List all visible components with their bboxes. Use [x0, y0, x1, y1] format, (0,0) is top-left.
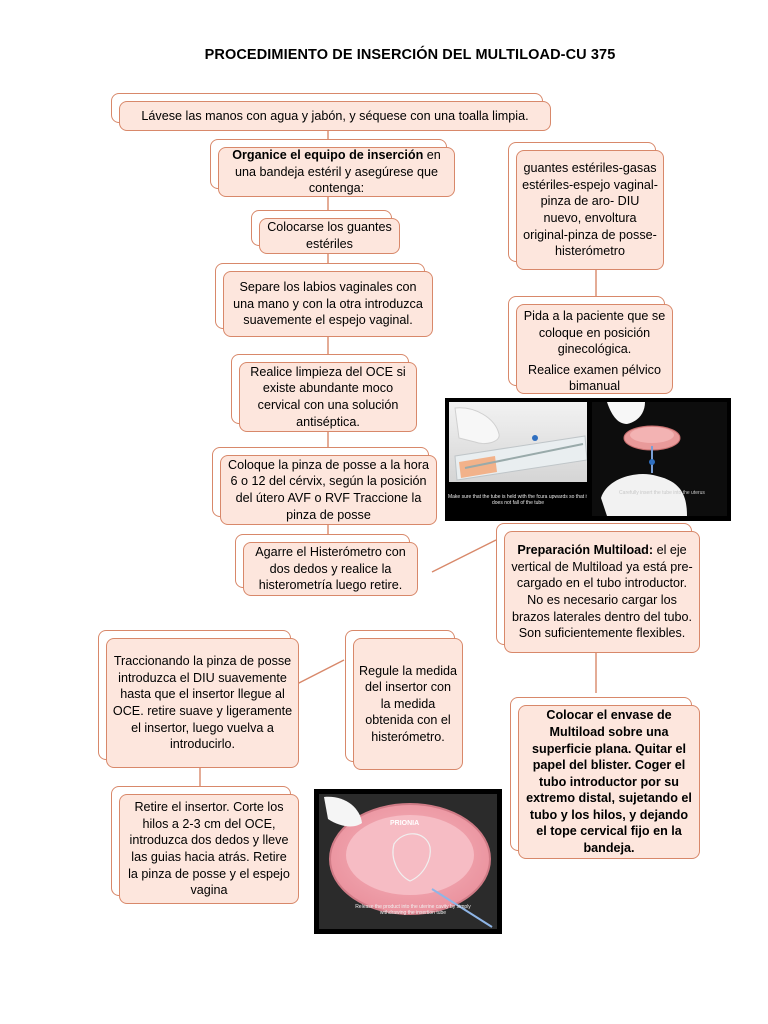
step-package: Colocar el envase de Multiload sobre una… [518, 705, 700, 859]
connector-hystero-prep [432, 540, 496, 572]
prep-text: el eje vertical de Multiload ya está pre… [511, 543, 692, 640]
step-remove-text: Retire el insertor. Corte los hilos a 2-… [125, 799, 293, 899]
step-clean-oce: Realice limpieza del OCE si existe abund… [239, 362, 417, 432]
step-position-text: Pida a la paciente que se coloque en pos… [522, 308, 667, 358]
step-exam-text: Realice examen pélvico bimanual [522, 362, 667, 395]
equipment-list: guantes estériles-gasas estériles-espejo… [516, 150, 664, 270]
multiload-preparation: Preparación Multiload: el eje vertical d… [504, 531, 700, 653]
step-organize-bold: Organice el equipo de inserción [232, 148, 423, 162]
step-wash-hands-text: Lávese las manos con agua y jabón, y séq… [141, 108, 528, 125]
connector-introduce-regulate [295, 660, 344, 685]
photo2-caption: Carefully insert the tube into the uteru… [607, 490, 717, 496]
step-posse-text: Coloque la pinza de posse a la hora 6 o … [226, 457, 431, 523]
photo3-dish-label: PRIONIA [390, 820, 419, 827]
step-patient-position: Pida a la paciente que se coloque en pos… [516, 304, 673, 394]
step-wash-hands: Lávese las manos con agua y jabón, y séq… [119, 101, 551, 131]
step-gloves-text: Colocarse los guantes estériles [265, 219, 394, 252]
step-regulate-text: Regule la medida del insertor con la med… [359, 663, 457, 746]
step-organize-equipment: Organice el equipo de inserción en una b… [218, 147, 455, 197]
step-posse-forceps: Coloque la pinza de posse a la hora 6 o … [220, 455, 437, 525]
step-gloves: Colocarse los guantes estériles [259, 218, 400, 254]
photo1-caption: Make sure that the tube is held with the… [445, 494, 591, 506]
equipment-list-text: guantes estériles-gasas estériles-espejo… [522, 160, 658, 260]
step-regulate-inserter: Regule la medida del insertor con la med… [353, 638, 463, 770]
step-remove-inserter: Retire el insertor. Corte los hilos a 2-… [119, 794, 299, 904]
photo-release-product: PRIONIA Release the product into the ute… [314, 789, 502, 934]
step-clean-text: Realice limpieza del OCE si existe abund… [245, 364, 411, 430]
prep-bold: Preparación Multiload: [517, 543, 653, 557]
photo-insert-uterus: Carefully insert the tube into the uteru… [587, 398, 731, 521]
step-package-text: Colocar el envase de Multiload sobre una… [524, 707, 694, 856]
photo-insertion-tube: Make sure that the tube is held with the… [445, 398, 591, 521]
step-introduce-text: Traccionando la pinza de posse introduzc… [112, 653, 293, 753]
step-hysterometer-text: Agarre el Histerómetro con dos dedos y r… [249, 544, 412, 594]
step-separate-text: Separe los labios vaginales con una mano… [229, 279, 427, 329]
photo3-caption: Release the product into the uterine cav… [348, 904, 478, 916]
step-hysterometer: Agarre el Histerómetro con dos dedos y r… [243, 542, 418, 596]
step-separate-labia: Separe los labios vaginales con una mano… [223, 271, 433, 337]
step-introduce-iud: Traccionando la pinza de posse introduzc… [106, 638, 299, 768]
